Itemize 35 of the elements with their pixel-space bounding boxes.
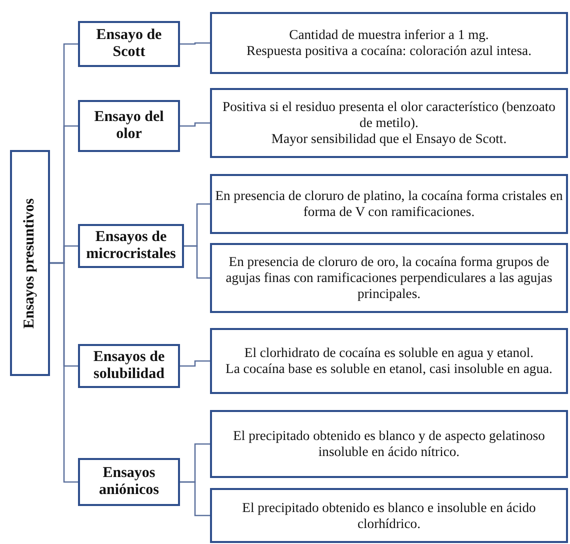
test-box (78, 21, 180, 67)
connector-line (50, 262, 78, 483)
description-text: Positiva si el residuo presenta el olor característico (benzoato de metilo). (222, 99, 556, 131)
box-heading: Ensayo del olor (93, 109, 165, 143)
description-box (210, 243, 568, 313)
connector-line (180, 481, 210, 516)
box-heading: Ensayos aniónicos (98, 465, 160, 499)
description-box (210, 174, 568, 234)
description-text: El clorhidrato de cocaína es soluble en agua y etanol. (243, 345, 535, 361)
description-box (210, 328, 568, 394)
description-box (210, 88, 568, 158)
connector-line (180, 42, 210, 45)
description-text: La cocaína base es soluble en etanol, casi insoluble en agua. (224, 361, 554, 377)
box-heading: Ensayos de microcristales (85, 229, 177, 263)
connector-line (184, 245, 210, 279)
description-box (210, 12, 568, 74)
description-text: En presencia de cloruro de platino, la cocaína forma cristales en forma de V con ramificaciones. (214, 188, 564, 220)
description-box (210, 488, 568, 543)
description-box (210, 410, 568, 478)
test-box (78, 344, 180, 388)
box-heading: Ensayo de Scott (95, 27, 163, 61)
box-heading: Ensayos de solubilidad (92, 349, 166, 383)
test-box (78, 224, 184, 268)
connector-line (180, 360, 210, 367)
description-text: Cantidad de muestra inferior a 1 mg. (288, 27, 490, 43)
description-text: El precipitado obtenido es blanco y de aspecto gelatinoso insoluble en ácido nítrico. (232, 428, 546, 460)
test-box (78, 458, 180, 506)
connector-line (180, 122, 210, 127)
description-text: En presencia de cloruro de oro, la cocaína forma grupos de agujas finas con ramificaciones perpendiculares a las agujas principales. (224, 254, 554, 302)
description-text: Mayor sensibilidad que el Ensayo de Scott. (270, 131, 508, 147)
vertical-heading: Ensayos presuntivos (22, 198, 38, 328)
description-text: Respuesta positiva a cocaína: coloración azul intesa. (246, 43, 532, 59)
description-text: El precipitado obtenido es blanco e insoluble en ácido clorhídrico. (241, 500, 537, 532)
category-box (10, 150, 50, 376)
test-box (78, 100, 180, 152)
